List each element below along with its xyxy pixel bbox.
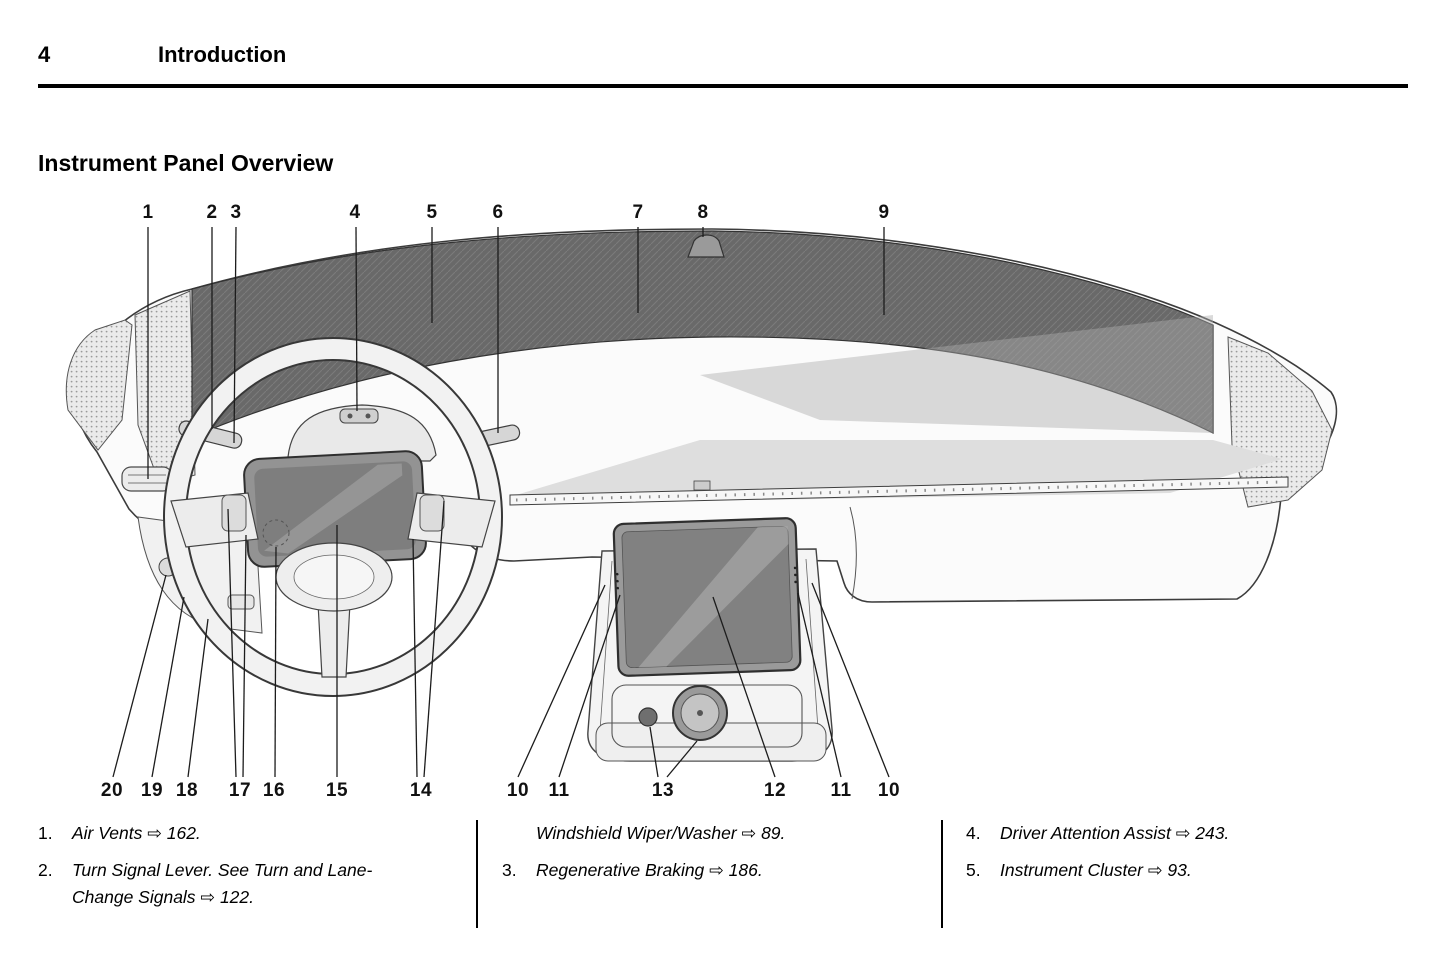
legend-column-2: Windshield Wiper/Washer ⇨ 89. 3. Regener… bbox=[502, 820, 912, 895]
legend-item-2-continued: Windshield Wiper/Washer ⇨ 89. bbox=[502, 820, 912, 846]
callout-bottom-10b: 10 bbox=[877, 780, 901, 801]
callout-top-3: 3 bbox=[230, 202, 242, 223]
legend-item-5: 5. Instrument Cluster ⇨ 93. bbox=[966, 857, 1396, 883]
legend-divider-1 bbox=[476, 820, 478, 928]
callout-bottom-11a: 11 bbox=[548, 780, 570, 801]
steering-wheel bbox=[162, 337, 521, 697]
callout-bottom-12: 12 bbox=[763, 780, 787, 801]
spoke-buttons-left bbox=[221, 494, 247, 532]
callout-top-7: 7 bbox=[632, 202, 644, 223]
legend-item-text: Turn Signal Lever. See Turn and Lane-Cha… bbox=[72, 860, 373, 907]
horn-marker bbox=[262, 519, 290, 547]
console-controls bbox=[611, 684, 803, 748]
legend-item-text: Driver Attention Assist ⇨ 243. bbox=[1000, 823, 1230, 843]
legend-item-number: 3. bbox=[502, 860, 517, 881]
dash-seam bbox=[849, 506, 857, 600]
legend-item-4: 4. Driver Attention Assist ⇨ 243. bbox=[966, 820, 1396, 846]
defroster-slot bbox=[509, 476, 1289, 506]
slot-center-sensor bbox=[693, 480, 711, 491]
legend-item-number: 4. bbox=[966, 823, 981, 843]
legend-item-number: 5. bbox=[966, 860, 981, 881]
callout-top-1: 1 bbox=[142, 202, 154, 223]
windshield-band bbox=[191, 230, 1214, 438]
callout-bottom-18: 18 bbox=[175, 780, 199, 801]
callout-top-6: 6 bbox=[492, 202, 504, 223]
wheel-spoke-bottom bbox=[317, 602, 351, 678]
callout-top-9: 9 bbox=[878, 202, 890, 223]
spoke-buttons-right bbox=[419, 494, 445, 532]
callout-top-2: 2 bbox=[206, 202, 218, 223]
instrument-panel-figure: 1 2 3 4 5 6 7 8 9 20 19 18 17 16 15 14 1… bbox=[0, 195, 1445, 815]
callout-bottom-19: 19 bbox=[140, 780, 164, 801]
section-title: Instrument Panel Overview bbox=[38, 150, 334, 176]
callout-bottom-14: 14 bbox=[409, 780, 433, 801]
instrument-panel-diagram bbox=[65, 226, 1338, 778]
left-air-vent-slats bbox=[128, 474, 166, 484]
callout-top-4: 4 bbox=[349, 202, 361, 223]
callout-bottom-10a: 10 bbox=[506, 780, 530, 801]
legend-column-1: 1. Air Vents ⇨ 162. 2. Turn Signal Lever… bbox=[38, 820, 424, 921]
callout-top-5: 5 bbox=[426, 202, 438, 223]
column-hood bbox=[287, 404, 437, 462]
callout-bottom-20: 20 bbox=[100, 780, 124, 801]
legend-item-text: Windshield Wiper/Washer ⇨ 89. bbox=[536, 823, 786, 843]
callout-bottom-11b: 11 bbox=[830, 780, 852, 801]
callout-bottom-16: 16 bbox=[262, 780, 286, 801]
mirror-sensor bbox=[687, 234, 725, 258]
center-touchscreen bbox=[612, 517, 802, 677]
legend-item-3: 3. Regenerative Braking ⇨ 186. bbox=[502, 857, 912, 883]
callout-bottom-17: 17 bbox=[228, 780, 252, 801]
callout-bottom-15: 15 bbox=[325, 780, 349, 801]
legend-item-text: Air Vents ⇨ 162. bbox=[72, 823, 201, 843]
console-button bbox=[638, 707, 658, 727]
legend-item-text: Regenerative Braking ⇨ 186. bbox=[536, 860, 763, 881]
legend-divider-2 bbox=[941, 820, 943, 928]
page-number: 4 bbox=[38, 42, 51, 67]
left-air-vent bbox=[121, 466, 173, 492]
chapter-title: Introduction bbox=[158, 42, 287, 67]
legend-item-text: Instrument Cluster ⇨ 93. bbox=[1000, 860, 1192, 881]
callout-top-8: 8 bbox=[697, 202, 709, 223]
legend-column-3: 4. Driver Attention Assist ⇨ 243. 5. Ins… bbox=[966, 820, 1396, 895]
callout-bottom-13: 13 bbox=[651, 780, 675, 801]
band-reflection bbox=[700, 315, 1213, 433]
leader-lines bbox=[112, 226, 890, 778]
lower-left-switch bbox=[227, 594, 255, 610]
legend-item-number: 2. bbox=[38, 860, 53, 881]
left-pillar-trim bbox=[65, 319, 133, 451]
legend-item-1: 1. Air Vents ⇨ 162. bbox=[38, 820, 424, 846]
legend-item-number: 1. bbox=[38, 823, 53, 843]
legend-item-2: 2. Turn Signal Lever. See Turn and Lane-… bbox=[38, 857, 424, 910]
driver-attention-module bbox=[339, 408, 379, 424]
header-rule bbox=[38, 84, 1408, 88]
